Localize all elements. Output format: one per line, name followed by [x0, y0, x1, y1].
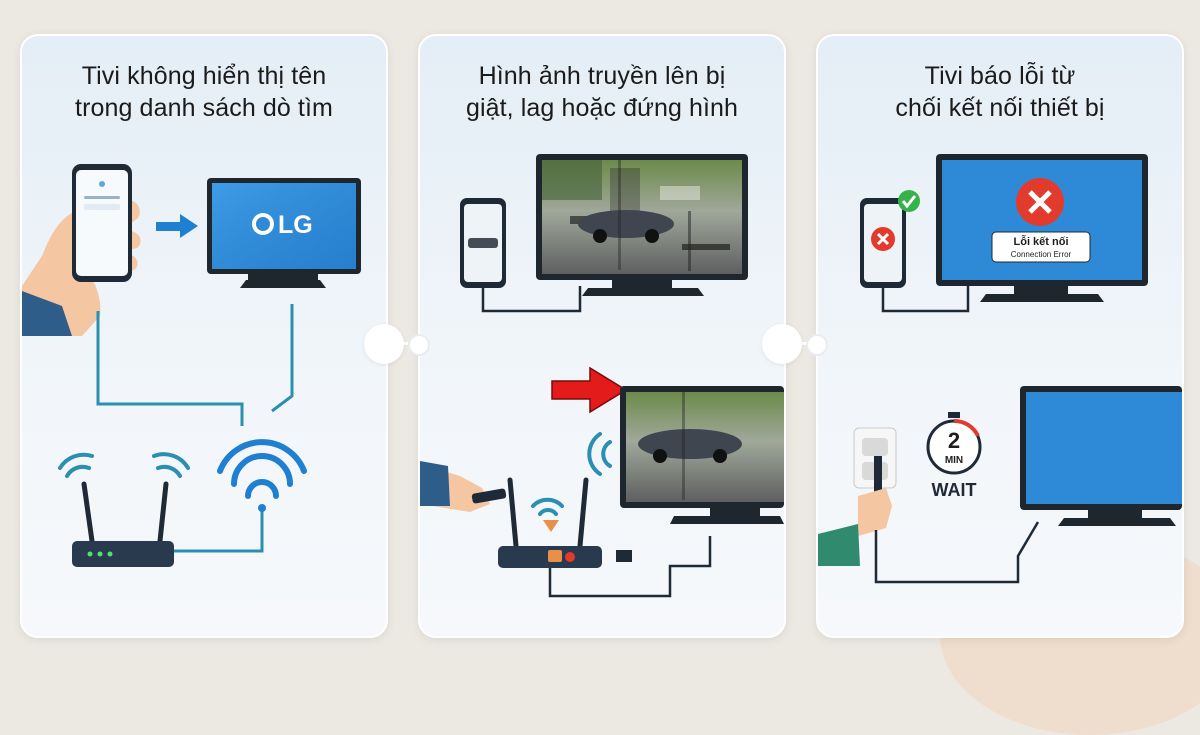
hdmi-cable	[881, 286, 970, 313]
panel-device-not-listed: Tivi không hiển thị tên trong danh sách …	[20, 34, 388, 638]
panel-title-line2: chối kết nối thiết bị	[895, 94, 1105, 122]
panel-connection-refused: Tivi báo lỗi từ chối kết nối thiết bị Lỗ…	[816, 34, 1184, 638]
arrow-right-icon	[156, 214, 198, 238]
connector-dot	[364, 324, 404, 364]
panel-illustration: Lỗi kết nối Connection Error 2 MIN WAIT	[818, 154, 1182, 584]
connector-dot	[806, 334, 828, 356]
error-subtitle: Connection Error	[1011, 250, 1072, 259]
tv-icon	[1020, 386, 1182, 526]
phone-icon	[460, 198, 506, 288]
panel-title: Tivi báo lỗi từ chối kết nối thiết bị	[818, 60, 1182, 124]
hand-icon	[818, 456, 892, 566]
wifi-signal-icon	[531, 432, 612, 516]
panel-illustration	[420, 154, 784, 598]
tv-icon: Lỗi kết nối Connection Error	[936, 154, 1148, 302]
timer-icon: 2 MIN	[926, 412, 982, 475]
tv-icon	[620, 386, 784, 524]
hdmi-cable	[481, 286, 582, 313]
wifi-icon	[217, 439, 307, 512]
phone-icon	[860, 198, 906, 288]
panel-title: Tivi không hiển thị tên trong danh sách …	[22, 60, 386, 124]
panel-lag-freeze: Hình ảnh truyền lên bị giật, lag hoặc đứ…	[418, 34, 786, 638]
check-icon	[898, 190, 920, 212]
panel-title-line2: trong danh sách dò tìm	[75, 94, 333, 122]
router-icon	[498, 477, 602, 568]
power-cable	[874, 521, 1040, 584]
connector-dot	[762, 324, 802, 364]
wifi-signal-left-icon	[58, 452, 94, 478]
hand-icon	[420, 461, 507, 512]
panel-title-line1: Hình ảnh truyền lên bị	[478, 62, 726, 90]
panel-title-line2: giật, lag hoặc đứng hình	[465, 94, 739, 122]
timer-value: 2	[948, 428, 960, 453]
red-arrow-icon	[551, 366, 628, 414]
wifi-signal-right-icon	[152, 452, 190, 478]
panel-title-line1: Tivi báo lỗi từ	[924, 62, 1076, 90]
connector-dot	[408, 334, 430, 356]
network-lines	[96, 304, 294, 553]
wait-label: WAIT	[932, 480, 977, 500]
router-icon	[72, 481, 174, 567]
phone-icon	[72, 164, 132, 282]
tv-icon	[536, 154, 748, 296]
error-title: Lỗi kết nối	[1014, 235, 1069, 248]
panel-illustration: LG	[22, 164, 361, 567]
network-cable	[548, 536, 712, 598]
tv-icon: LG	[207, 178, 361, 288]
cable-plug	[616, 550, 632, 562]
timer-unit: MIN	[945, 455, 963, 466]
panel-title: Hình ảnh truyền lên bị giật, lag hoặc đứ…	[420, 60, 784, 124]
tv-brand-logo: LG	[278, 211, 313, 239]
panel-title-line1: Tivi không hiển thị tên	[81, 62, 327, 90]
